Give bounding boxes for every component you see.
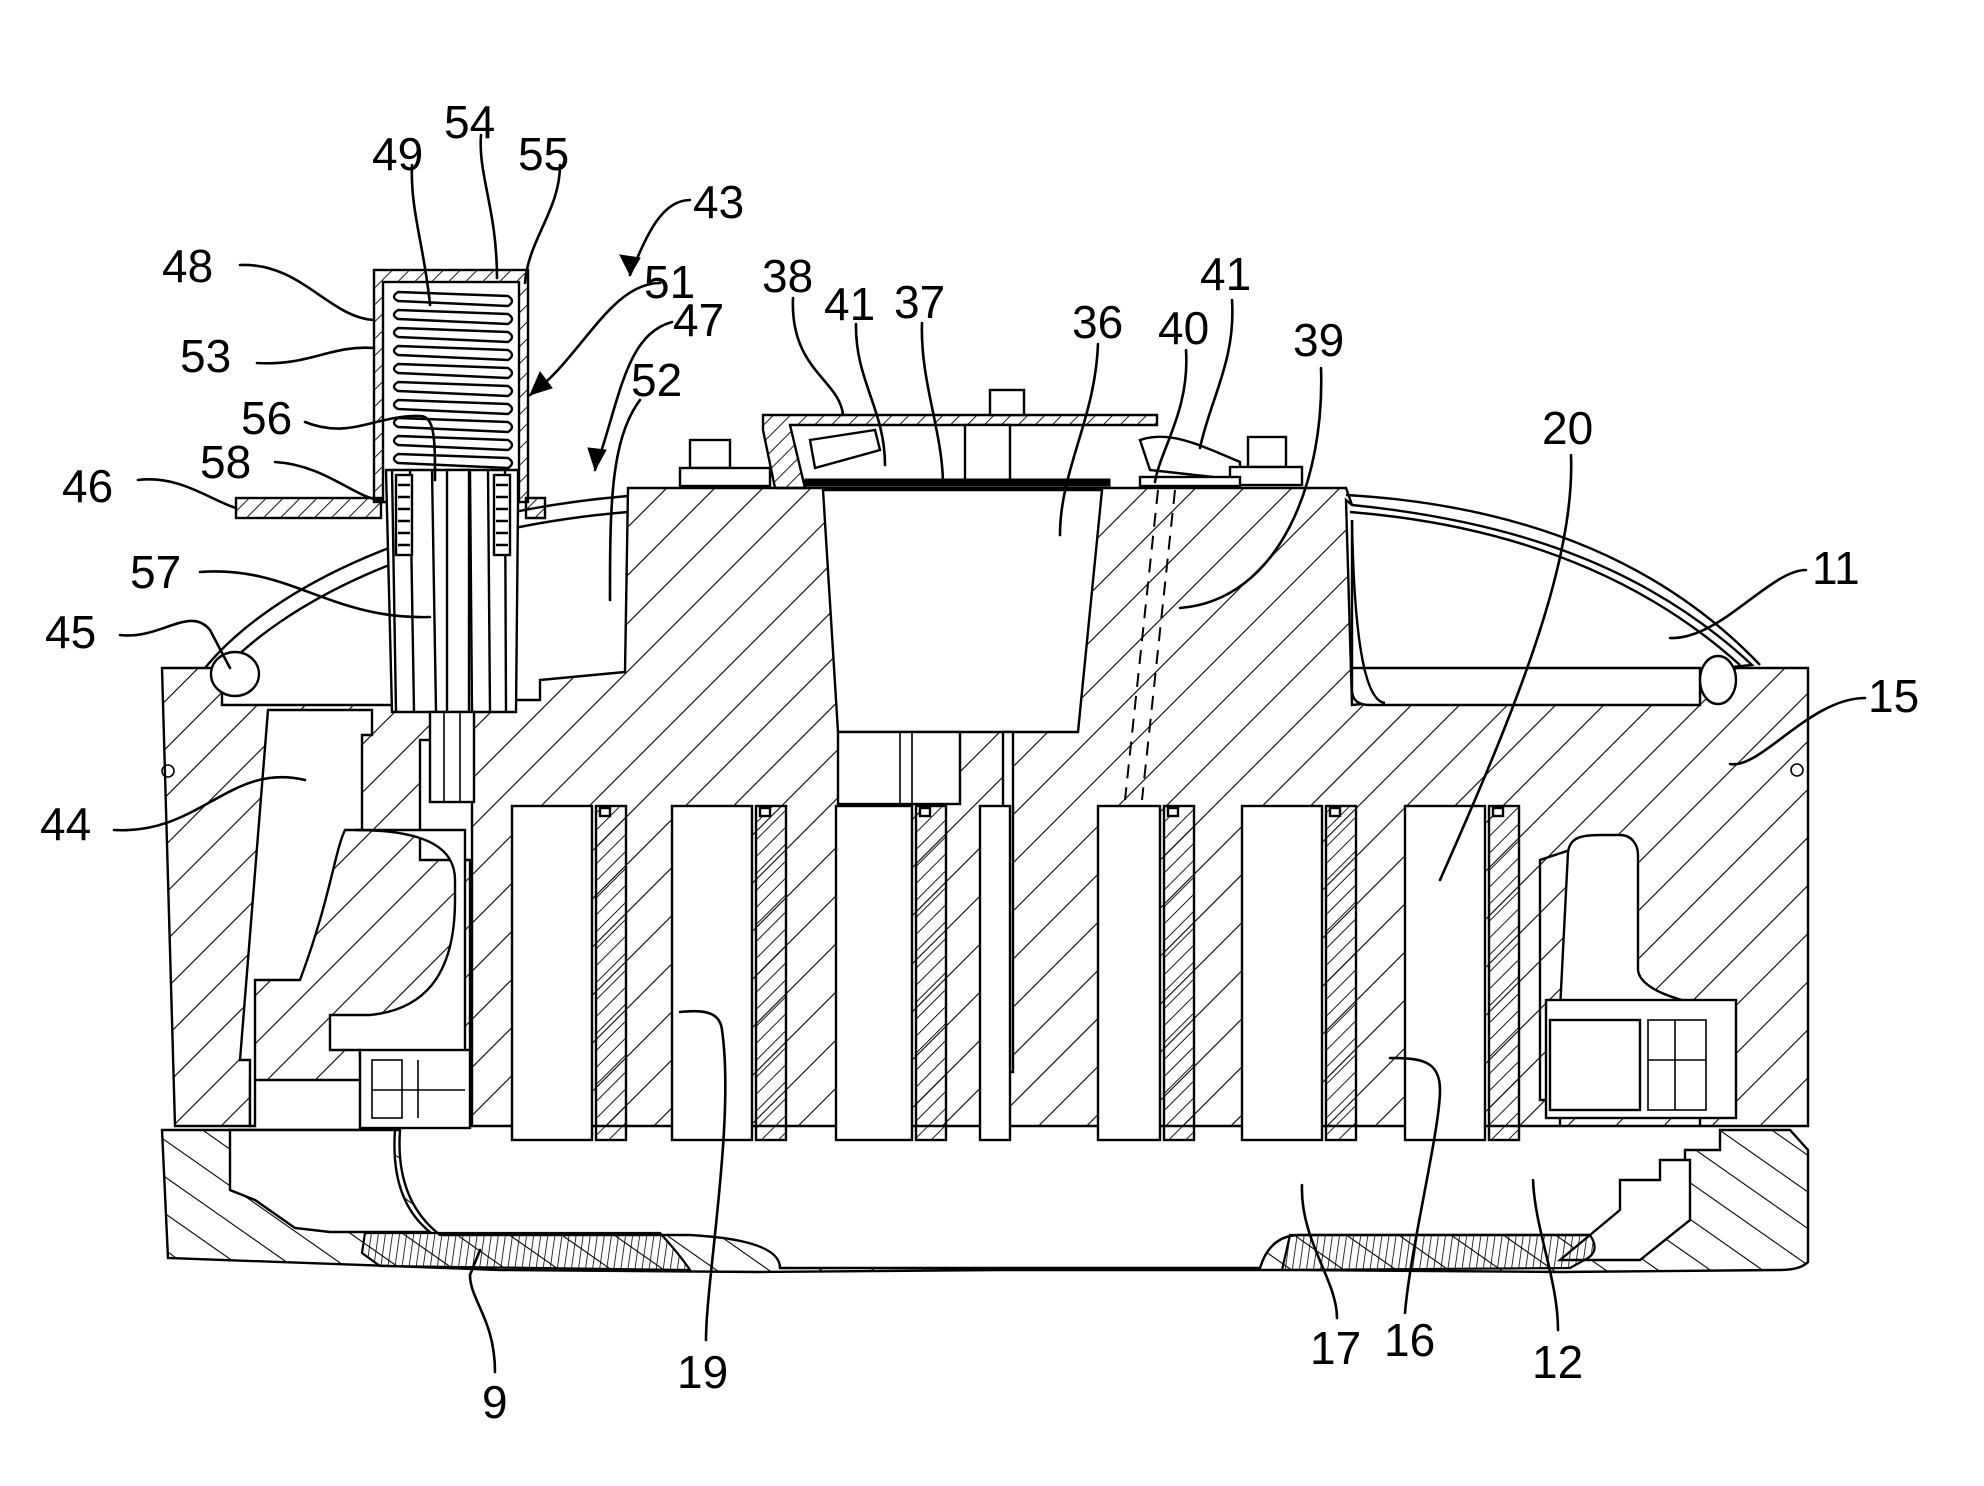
label-19: 19 [677, 1346, 728, 1398]
label-43: 43 [693, 176, 744, 228]
cover-plate [761, 388, 1159, 490]
label-48: 48 [162, 240, 213, 292]
label-40: 40 [1158, 302, 1209, 354]
outlet-passage [238, 708, 467, 1128]
label-36: 36 [1072, 296, 1123, 348]
spring [392, 290, 514, 470]
label-56: 56 [241, 392, 292, 444]
label-39: 39 [1293, 314, 1344, 366]
reference-labels: 54 49 55 43 48 51 47 53 52 56 58 46 57 4… [40, 96, 1919, 1428]
liner-notch [1491, 806, 1505, 818]
spring-coil [392, 380, 514, 398]
label-55: 55 [518, 128, 569, 180]
liner-notch [1166, 806, 1180, 818]
arrow-47-head [587, 447, 607, 472]
label-16: 16 [1384, 1314, 1435, 1366]
clamp-right [1138, 435, 1304, 488]
spring-coil [392, 344, 514, 362]
label-41-right: 41 [1200, 248, 1251, 300]
valve-stem-sleeve [384, 468, 520, 714]
spring-coil [392, 308, 514, 326]
cylinder-liner [1324, 804, 1358, 1142]
cylinder-bore [1240, 804, 1324, 1142]
arrow-heads [529, 254, 641, 472]
cylinder-bore [510, 804, 594, 1142]
liner-notch [918, 806, 932, 818]
spring-coil [392, 398, 514, 416]
seal-ring-right [1698, 654, 1804, 777]
spring-coil [392, 362, 514, 380]
cylinder-liner [1162, 804, 1196, 1142]
drill-channel [1124, 489, 1176, 801]
label-17: 17 [1310, 1322, 1361, 1374]
cylinder-bore [1403, 804, 1487, 1142]
liner-notch [758, 806, 772, 818]
label-54: 54 [444, 96, 495, 148]
cylinder-bore [834, 804, 914, 1142]
base-plate [360, 1231, 1596, 1272]
valve-stem [428, 710, 476, 804]
mounting-flange [234, 496, 547, 520]
leader-lines [112, 133, 1867, 1374]
cylinder-liner [754, 804, 788, 1142]
label-41-left: 41 [824, 278, 875, 330]
spring-coil [392, 452, 514, 470]
label-12: 12 [1532, 1336, 1583, 1388]
arrow-43-head [619, 254, 641, 277]
label-46: 46 [62, 460, 113, 512]
label-49: 49 [372, 128, 423, 180]
cylinder-bores [510, 804, 1521, 1142]
label-9: 9 [482, 1376, 508, 1428]
label-37: 37 [894, 276, 945, 328]
cylinder-liner [914, 804, 948, 1142]
label-51: 51 [644, 256, 695, 308]
label-47: 47 [673, 294, 724, 346]
label-11: 11 [1812, 542, 1860, 594]
diaphragm [804, 478, 1111, 487]
cylinder-liner [1487, 804, 1521, 1142]
label-58: 58 [200, 436, 251, 488]
label-52: 52 [631, 354, 682, 406]
bearing-right [1544, 833, 1738, 1120]
label-38: 38 [762, 250, 813, 302]
label-57: 57 [130, 546, 181, 598]
cylinder-bore [1096, 804, 1162, 1142]
spring-coil [392, 290, 514, 308]
label-44: 44 [40, 798, 91, 850]
arrow-51-head [529, 371, 553, 396]
bearing-left [358, 1048, 472, 1130]
label-20: 20 [1542, 402, 1593, 454]
cylinder-bore [670, 804, 754, 1142]
cylinder-bore [978, 804, 1012, 1142]
seal-ring-left [161, 650, 261, 778]
lower-spring [394, 473, 512, 557]
label-45: 45 [45, 606, 96, 658]
liner-notch [1328, 806, 1342, 818]
cylinder-liner [594, 804, 628, 1142]
label-53: 53 [180, 330, 231, 382]
clamp-left [678, 428, 882, 488]
spring-coil [392, 326, 514, 344]
spring-coil [392, 416, 514, 434]
liner-notch [598, 806, 612, 818]
label-15: 15 [1868, 670, 1919, 722]
spring-coil [392, 434, 514, 452]
